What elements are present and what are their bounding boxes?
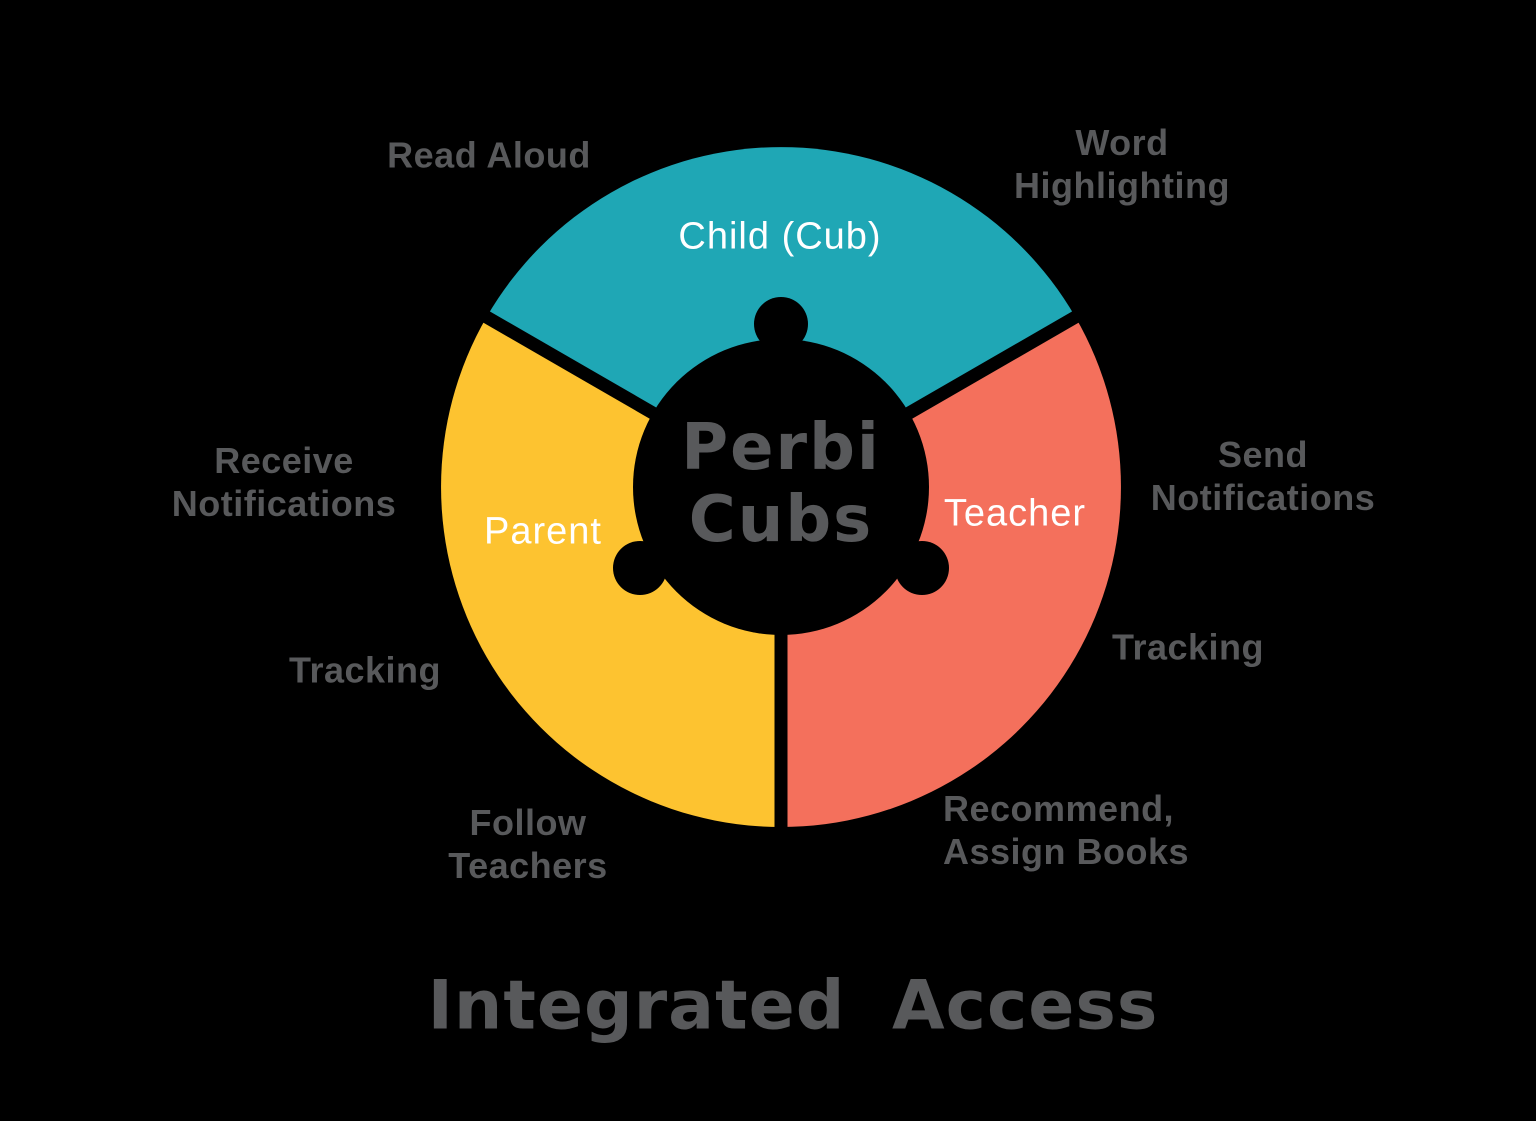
recommend-assign-books-label: Recommend, Assign Books	[943, 788, 1190, 872]
tracking-teacher-label: Tracking	[1111, 626, 1265, 668]
tracking-parent-label: Tracking	[288, 649, 442, 691]
receive-notifications-label: Receive Notifications	[171, 440, 397, 524]
child-segment-label: Child (Cub)	[678, 215, 882, 258]
perbi-cubs-logo: Perbi Cubs	[681, 411, 881, 557]
puzzle-knob-left	[613, 541, 667, 595]
center-hole	[633, 339, 929, 635]
diagram-title: Integrated Access	[427, 966, 1159, 1046]
teacher-segment-label: Teacher	[943, 492, 1087, 535]
word-highlighting-label: Word Highlighting	[1014, 122, 1230, 206]
puzzle-knob-right	[895, 541, 949, 595]
read-aloud-label: Read Aloud	[387, 134, 591, 176]
puzzle-knob-top	[754, 297, 808, 351]
follow-teachers-label: Follow Teachers	[448, 802, 608, 886]
send-notifications-label: Send Notifications	[1150, 434, 1376, 518]
parent-segment-label: Parent	[484, 510, 602, 553]
